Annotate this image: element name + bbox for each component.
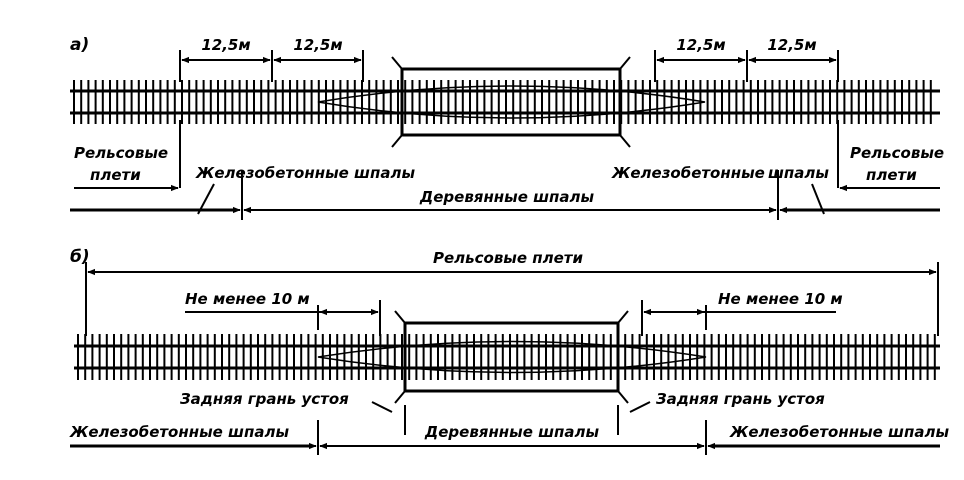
min-right-label: Не менее 10 м [718,290,843,308]
concrete-right-label-1: Железобетонные [611,164,765,182]
panel-b-bridge [403,321,620,393]
wooden-label-a: Деревянные шпалы [419,188,595,206]
dim-right-1: 12,5м [676,36,725,54]
concrete-left-label: Железобетонные шпалы [195,164,415,182]
panel-a-sleepers [73,80,932,124]
panel-a-guard-rails [317,85,706,119]
panel-a: а) 12,5м 12,5м 12,5м [70,35,944,220]
abutment-right-label: Задняя грань устоя [656,390,825,408]
panel-a-tag: а) [70,35,89,55]
rail-strings-left-1: Рельсовые [74,144,168,162]
panel-b-track [74,310,940,404]
rail-strings-right-1: Рельсовые [850,144,944,162]
min-left-label: Не менее 10 м [185,290,310,308]
wooden-label-b: Деревянные шпалы [424,423,600,441]
abutment-left-label: Задняя грань устоя [180,390,349,408]
dim-left-1: 12,5м [201,36,250,54]
panel-a-dimensions: 12,5м 12,5м 12,5м 12,5м [179,36,839,220]
panel-b-tag: б) [70,247,90,267]
dim-right-2: 12,5м [767,36,816,54]
concrete-left-label-b: Железобетонные шпалы [69,423,289,441]
rail-strings-right-2: плети [866,166,917,184]
concrete-right-label-2: шпалы [768,164,829,182]
rail-strings-label-b: Рельсовые плети [433,249,584,267]
panel-a-bridge [400,67,622,137]
dim-left-2: 12,5м [293,36,342,54]
panel-b: б) Рельсовые плети Не менее 10 м Не мене… [69,247,949,455]
panel-a-track [70,56,940,148]
rail-strings-left-2: плети [90,166,141,184]
concrete-right-label-b: Железобетонные шпалы [729,423,949,441]
panel-b-guard-rails [317,340,707,374]
